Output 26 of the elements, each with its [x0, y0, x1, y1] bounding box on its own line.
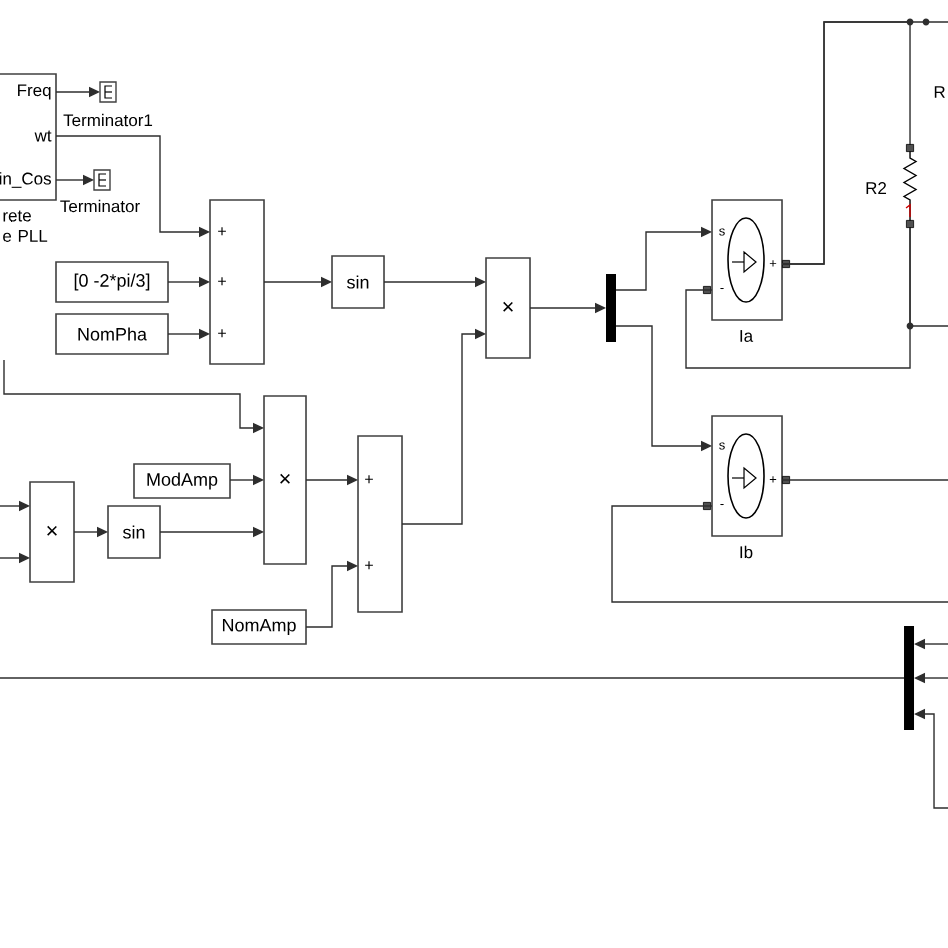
- connection-line: [781, 21, 948, 265]
- connection-line: [909, 227, 948, 327]
- component-label: R2: [866, 182, 886, 194]
- product-block: ×: [263, 395, 307, 565]
- pll-block: Freq wt in_Cos rete e PLL: [0, 73, 57, 242]
- block-label: Terminator1: [63, 113, 153, 127]
- mux-bar: [904, 626, 914, 730]
- constant-block: NomPha: [55, 313, 169, 355]
- function-block: sin: [107, 505, 161, 559]
- mux-bar: [606, 274, 616, 342]
- connection-line: [0, 677, 905, 679]
- constant-block: ModAmp: [133, 463, 231, 499]
- connection-line: [611, 505, 948, 603]
- signal-arrow: [615, 226, 712, 291]
- block-label: Ib: [740, 545, 753, 559]
- product-block: ×: [29, 481, 75, 583]
- sum-block: + + +: [209, 199, 265, 365]
- block-label: Ia: [740, 330, 754, 342]
- function-block: sin: [331, 255, 385, 309]
- connection-line: [781, 479, 948, 481]
- component-label: R: [934, 86, 945, 98]
- block-label: Terminator: [60, 199, 140, 213]
- constant-block: [0 -2*pi/3]: [55, 261, 169, 303]
- product-block: ×: [485, 257, 531, 359]
- sum-block: + +: [357, 435, 403, 613]
- constant-block: NomAmp: [211, 609, 307, 645]
